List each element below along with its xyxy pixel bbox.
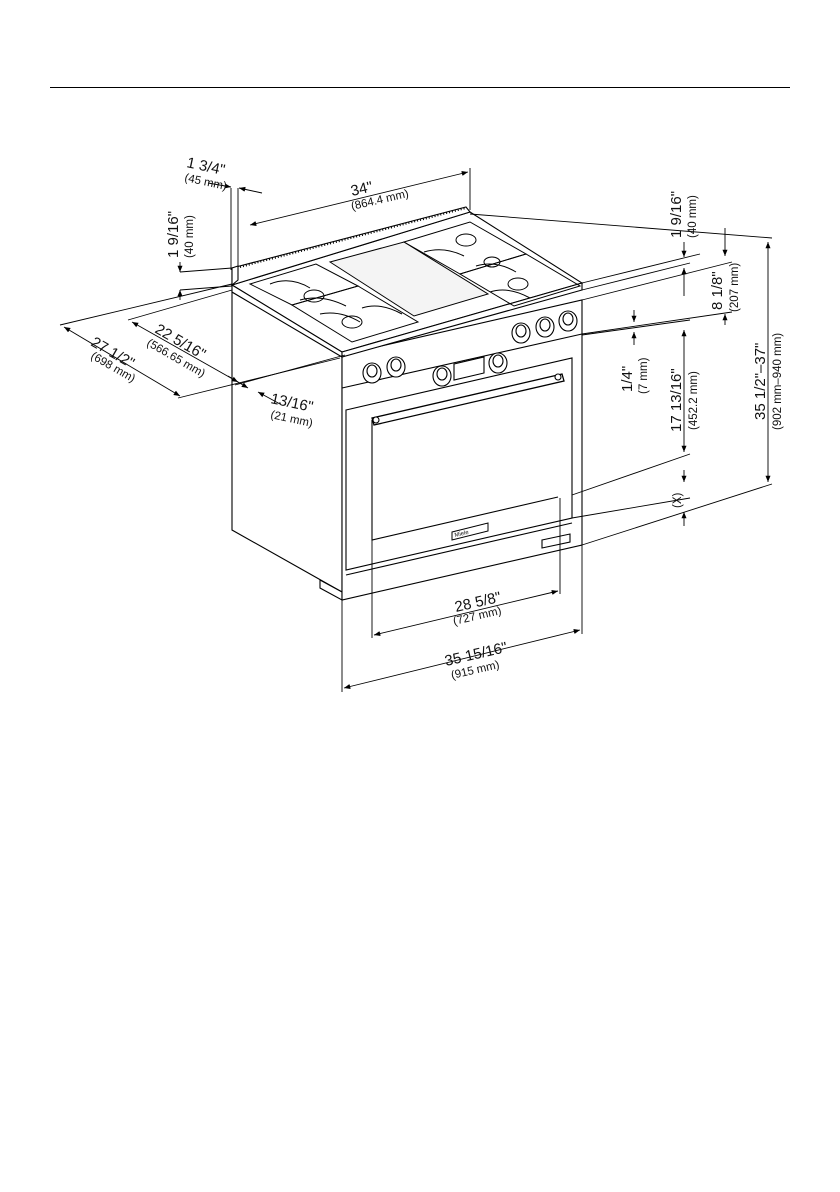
label-control-panel-height-inch: 8 1/8" [709,271,726,310]
label-oven-cavity-height-inch: 17 13/16" [668,368,685,432]
knob-icon [559,311,577,331]
knob-icon [433,366,451,386]
label-overall-height-inch: 35 1/2"–37" [752,343,769,420]
knob-icon [363,363,381,383]
label-backguard-height-left-mm: (40 mm) [184,215,196,258]
label-control-panel-height-mm: (207 mm) [729,263,741,312]
label-backguard-height-right-inch: 1 9/16" [668,191,685,238]
knob-icon [489,353,507,373]
knob-icon [536,317,554,337]
label-oven-cavity-height-mm: (452.2 mm) [688,371,700,430]
label-gap-inch: 1/4" [619,366,636,392]
label-backguard-height-right-mm: (40 mm) [687,195,699,238]
label-overall-height-mm: (902 mm–940 mm) [772,333,784,430]
knob-icon [512,323,530,343]
label-backguard-height-left-inch: 1 9/16" [165,211,182,258]
knob-icon [387,357,405,377]
label-leg-adjust: (X) [672,493,684,509]
label-gap-mm: (7 mm) [638,357,650,394]
